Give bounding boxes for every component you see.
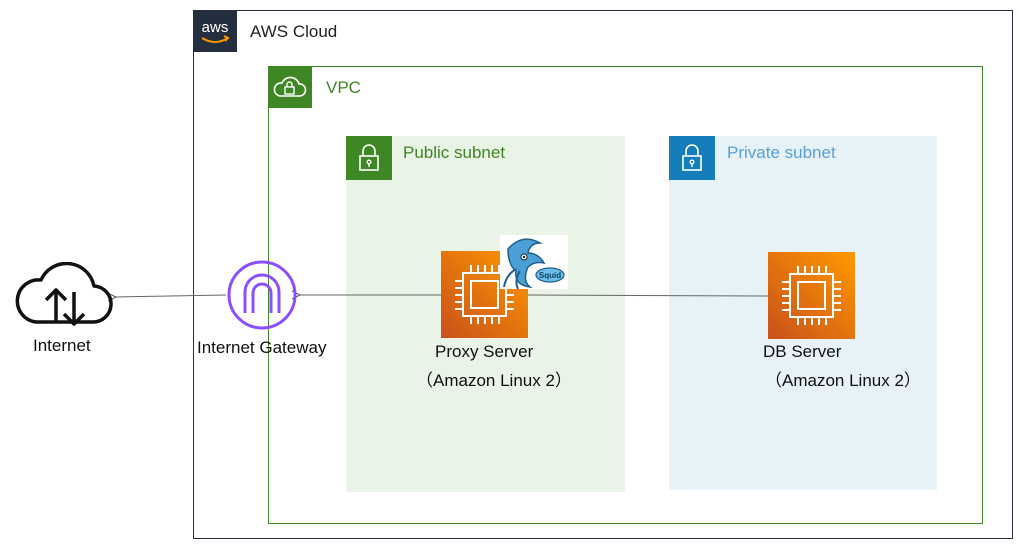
proxy-server-os: （Amazon Linux 2） — [416, 371, 572, 390]
aws-logo-icon: aws — [193, 10, 237, 52]
db-server-os: （Amazon Linux 2） — [765, 371, 921, 390]
vpc-group — [268, 66, 983, 524]
proxy-server-name: Proxy Server — [435, 342, 534, 361]
db-server-name: DB Server — [763, 342, 842, 361]
private-subnet-label: Private subnet — [727, 143, 836, 162]
private-subnet-lock-icon — [669, 136, 715, 180]
vpc-cloud-lock-icon — [268, 66, 312, 108]
db-to-proxy-arrow — [528, 295, 769, 296]
gateway-to-internet-arrow — [116, 295, 227, 297]
db-ec2-icon — [768, 252, 855, 339]
vpc-label: VPC — [326, 78, 361, 97]
aws-cloud-label: AWS Cloud — [250, 22, 338, 41]
public-subnet-label: Public subnet — [403, 143, 506, 162]
public-subnet-lock-icon — [346, 136, 392, 180]
squid-logo-text: Squid — [539, 271, 561, 280]
internet-cloud-icon — [15, 262, 113, 326]
aws-cloud-group — [193, 10, 1013, 539]
internet-gateway-label: Internet Gateway — [197, 338, 327, 357]
squid-logo-icon: Squid — [500, 235, 568, 290]
internet-label: Internet — [33, 336, 91, 355]
internet-gateway-icon — [227, 260, 297, 330]
aws-logo-text: aws — [202, 19, 229, 36]
